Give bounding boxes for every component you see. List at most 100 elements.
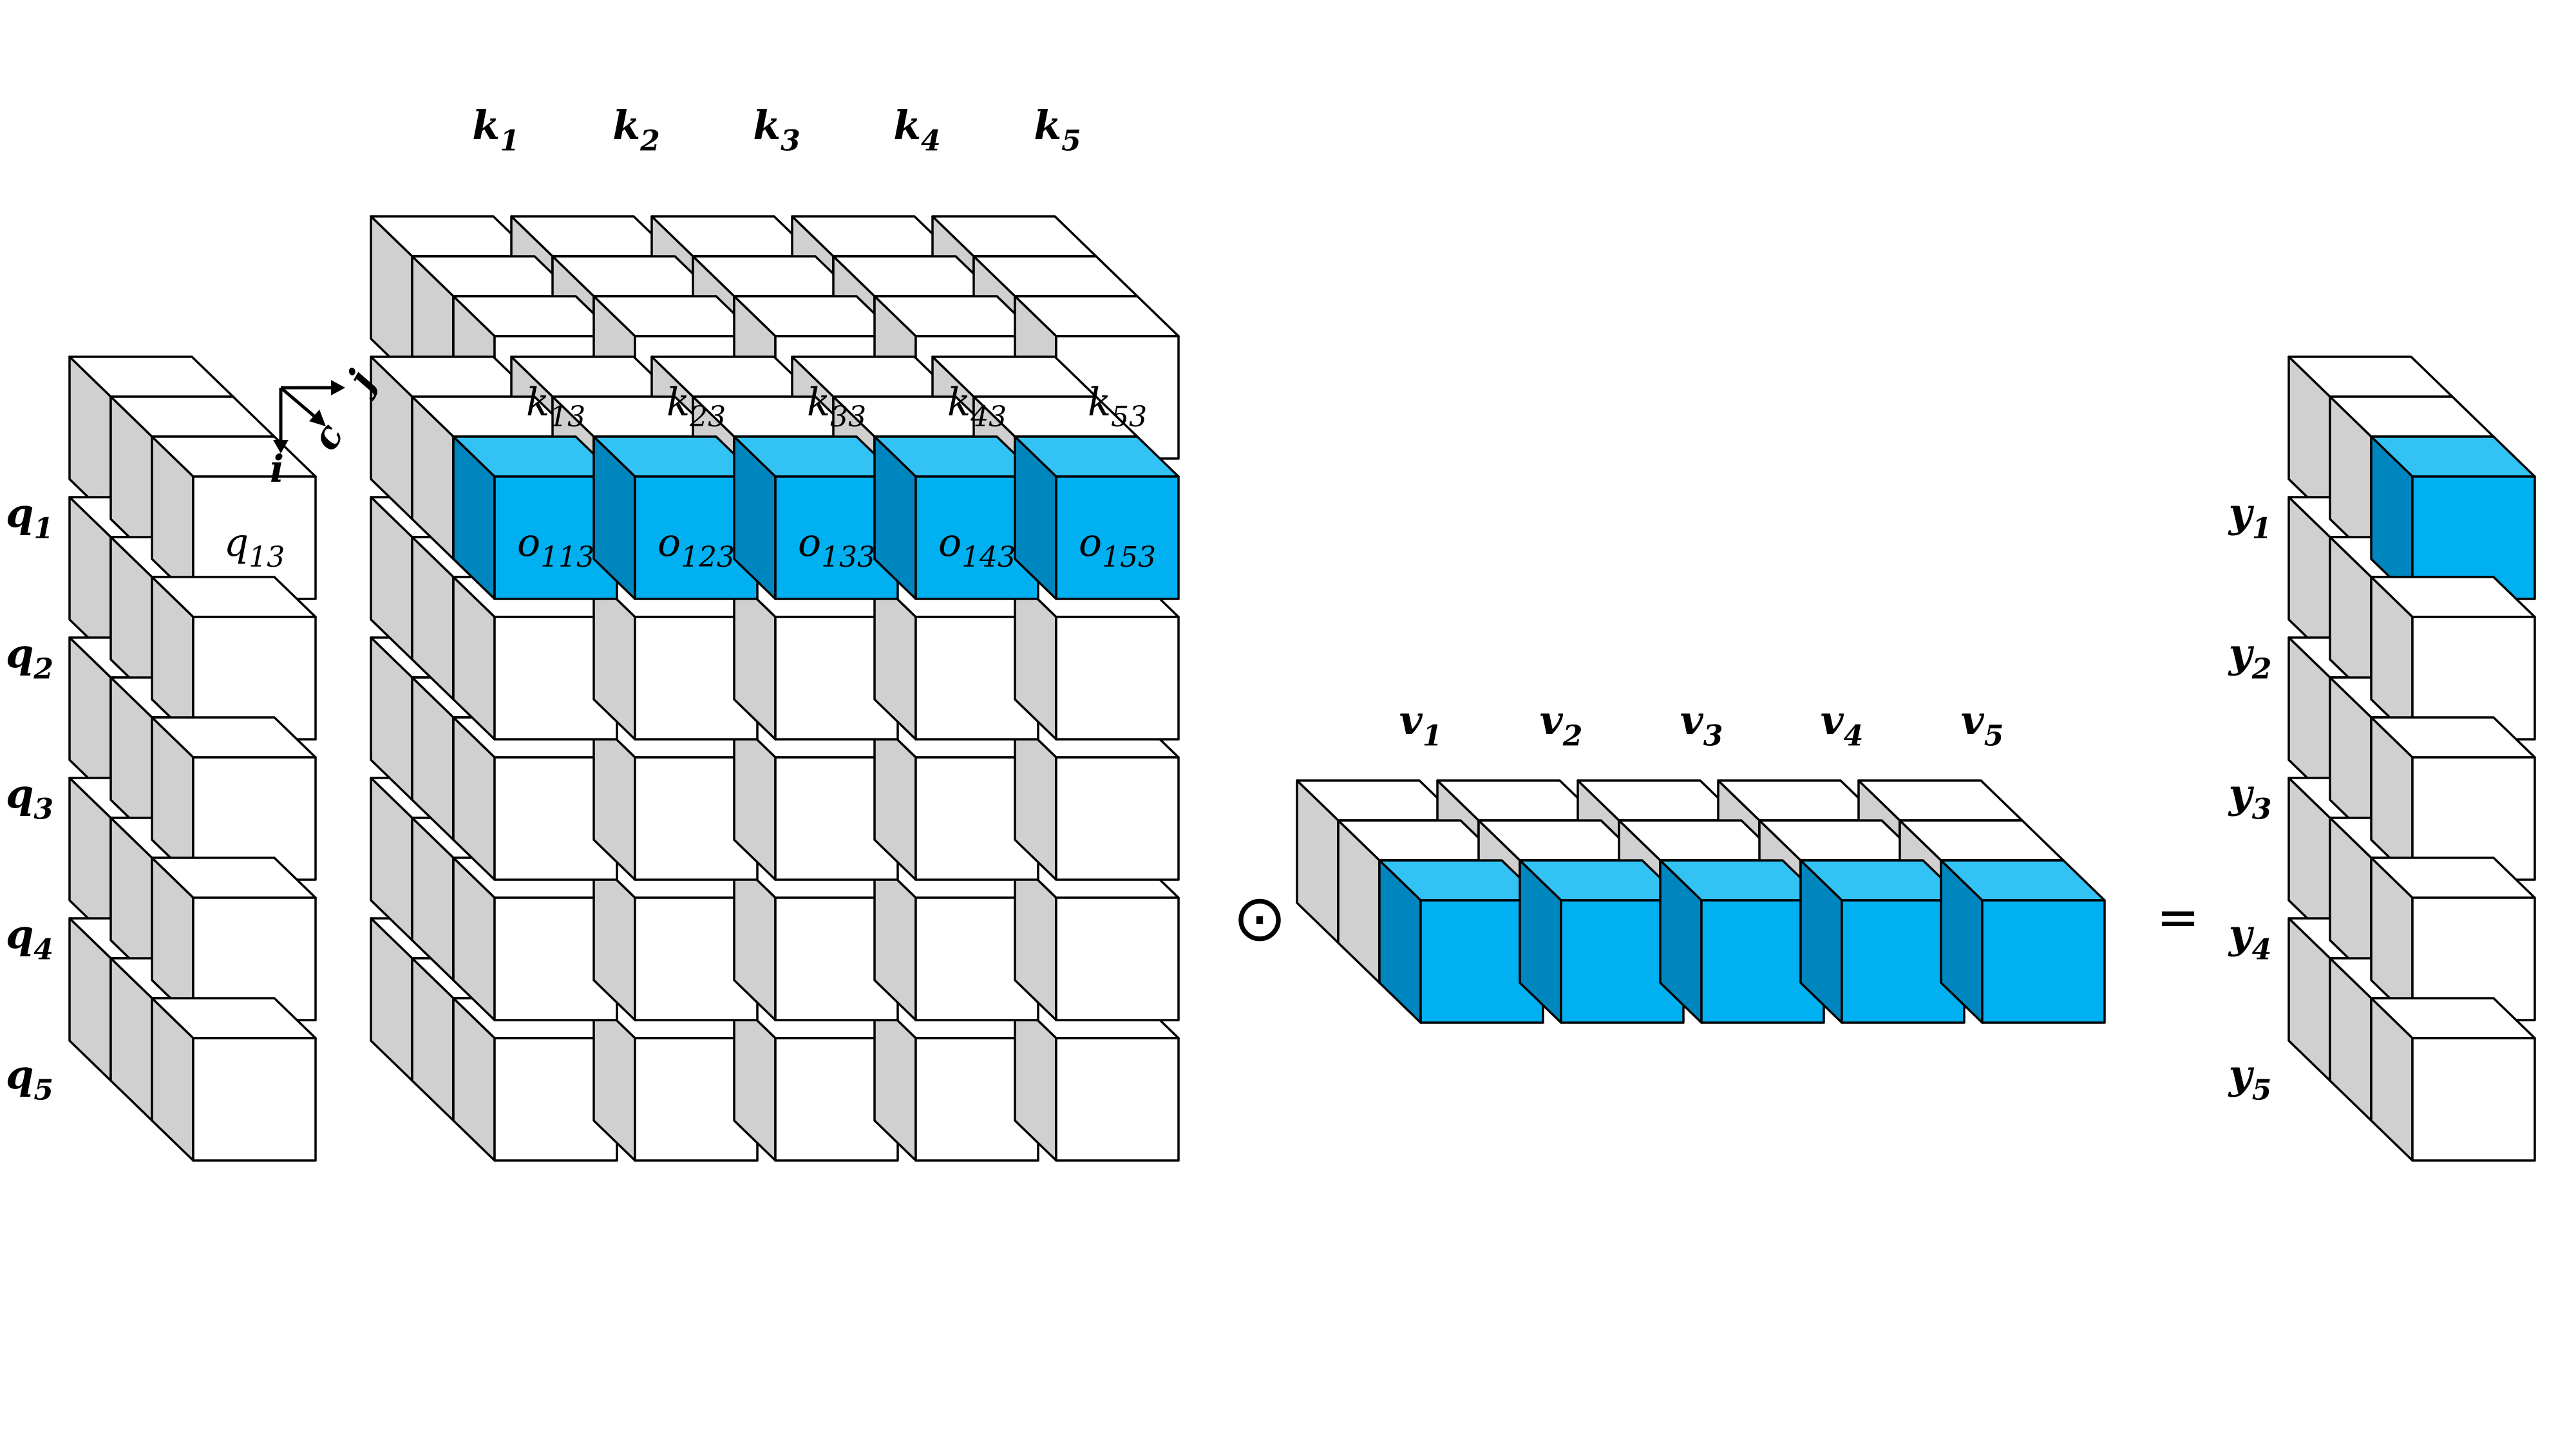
k-front-label-subscript: 53 bbox=[1111, 401, 1147, 433]
k-header-label: k1 bbox=[472, 102, 520, 157]
v-header-label: v4 bbox=[1821, 697, 1864, 752]
cube-front-face bbox=[192, 616, 317, 741]
o-highlight-label-subscript: 133 bbox=[821, 541, 875, 574]
cube-front-face bbox=[774, 616, 899, 741]
o-cube bbox=[592, 997, 759, 1162]
k-front-label-subscript: 13 bbox=[549, 401, 585, 433]
o-cube bbox=[733, 997, 899, 1162]
cube-front-face bbox=[774, 475, 899, 600]
q-front-label-base: q bbox=[224, 520, 249, 565]
k-front-label-base: k bbox=[947, 380, 971, 425]
k-front-label: k13 bbox=[526, 380, 585, 433]
cube-front-face bbox=[1419, 899, 1544, 1024]
o-cube bbox=[873, 576, 1039, 741]
k-header-label: k5 bbox=[1034, 102, 1081, 157]
cube-front-face bbox=[192, 1037, 317, 1162]
v-header-label-subscript: 1 bbox=[1423, 719, 1443, 752]
o-cube-highlight bbox=[873, 435, 1039, 600]
cube-front-face bbox=[1981, 899, 2106, 1024]
o-cube-highlight bbox=[733, 435, 899, 600]
cube-front-face bbox=[2411, 616, 2536, 741]
equals-sign: = bbox=[2156, 887, 2199, 947]
y-row-label: y2 bbox=[2228, 630, 2272, 685]
o-highlight-label-subscript: 123 bbox=[681, 541, 735, 574]
o-highlight-label-subscript: 143 bbox=[961, 541, 1016, 574]
v-cube-highlight bbox=[1378, 859, 1544, 1024]
q-row-label-subscript: 3 bbox=[33, 793, 53, 826]
cube-front-face bbox=[2411, 756, 2536, 881]
k-front-label-subscript: 33 bbox=[830, 401, 866, 433]
o-highlight-label: o123 bbox=[658, 520, 735, 574]
y-row-label-subscript: 1 bbox=[2252, 512, 2272, 545]
k-front-label: k23 bbox=[667, 380, 726, 433]
k-header-label-base: k bbox=[612, 102, 640, 149]
v-header-label-subscript: 2 bbox=[1562, 719, 1583, 752]
o-highlight-label-base: o bbox=[517, 520, 540, 565]
cube-front-face bbox=[2411, 1037, 2536, 1162]
q-row-label-subscript: 1 bbox=[33, 512, 53, 545]
y-cube bbox=[2370, 576, 2536, 741]
o-cube-highlight bbox=[592, 435, 759, 600]
cube-front-face bbox=[1055, 1037, 1180, 1162]
axis-c-label: c bbox=[303, 416, 352, 458]
o-highlight-label-base: o bbox=[798, 520, 821, 565]
k-front-label: k53 bbox=[1088, 380, 1147, 433]
cube-front-face bbox=[774, 756, 899, 881]
o-cube bbox=[1014, 857, 1180, 1021]
axis-i-label: i bbox=[270, 447, 284, 491]
o-cube bbox=[592, 576, 759, 741]
q-row-label-base: q bbox=[6, 489, 33, 536]
y-row-label: y3 bbox=[2228, 770, 2272, 826]
k-front-label: k43 bbox=[947, 380, 1007, 433]
o-highlight-label-subscript: 153 bbox=[1102, 541, 1156, 574]
y-row-label-base: y bbox=[2228, 630, 2255, 677]
axis-i-arrowhead bbox=[273, 440, 289, 453]
y-row-label-base: y bbox=[2228, 489, 2255, 536]
cube-front-face bbox=[192, 475, 317, 600]
k-header-label-subscript: 3 bbox=[781, 124, 800, 157]
q-cube bbox=[151, 857, 317, 1021]
y-row-label: y1 bbox=[2228, 489, 2272, 545]
y-row-label: y5 bbox=[2228, 1051, 2272, 1106]
o-cube bbox=[592, 857, 759, 1021]
cube-front-face bbox=[1055, 616, 1180, 741]
cube-front-face bbox=[774, 896, 899, 1021]
y-cube bbox=[2370, 857, 2536, 1021]
o-cube bbox=[1014, 997, 1180, 1162]
o-cube bbox=[733, 716, 899, 881]
o-cube bbox=[873, 997, 1039, 1162]
k-header-label-base: k bbox=[753, 102, 781, 149]
o-cube bbox=[592, 716, 759, 881]
q-row-label-base: q bbox=[6, 770, 33, 817]
cube-front-face bbox=[493, 616, 618, 741]
k-front-label-subscript: 23 bbox=[689, 401, 726, 433]
v-header-label: v3 bbox=[1680, 697, 1723, 752]
cube-front-face bbox=[2411, 896, 2536, 1021]
cube-front-face bbox=[493, 1037, 618, 1162]
o-highlight-label-subscript: 113 bbox=[540, 541, 594, 574]
o-cube bbox=[873, 857, 1039, 1021]
y-row-label-base: y bbox=[2228, 1051, 2255, 1098]
q-front-label: q13 bbox=[224, 520, 285, 574]
v-header-label-base: v bbox=[1961, 697, 1985, 744]
o-cube-highlight bbox=[1014, 435, 1180, 600]
y-row-label-base: y bbox=[2228, 911, 2255, 958]
k-header-label-subscript: 2 bbox=[639, 124, 660, 157]
v-header-label-base: v bbox=[1821, 697, 1844, 744]
y-row-label: y4 bbox=[2228, 911, 2272, 966]
q-row-label: q5 bbox=[6, 1051, 53, 1106]
q-row-label-base: q bbox=[6, 1051, 33, 1098]
y-cube-highlight bbox=[2370, 435, 2536, 600]
o-cube bbox=[733, 857, 899, 1021]
y-row-label-subscript: 4 bbox=[2252, 933, 2272, 966]
k-front-label: k33 bbox=[807, 380, 866, 433]
cube-front-face bbox=[1560, 899, 1685, 1024]
o-highlight-label: o153 bbox=[1079, 520, 1156, 574]
y-row-label-base: y bbox=[2228, 770, 2255, 817]
axis-j-arrowhead bbox=[331, 380, 345, 395]
k-header-label: k4 bbox=[893, 102, 941, 157]
cube-front-face bbox=[914, 616, 1039, 741]
v-header-label-subscript: 5 bbox=[1984, 719, 2004, 752]
o-highlight-label: o143 bbox=[938, 520, 1016, 574]
